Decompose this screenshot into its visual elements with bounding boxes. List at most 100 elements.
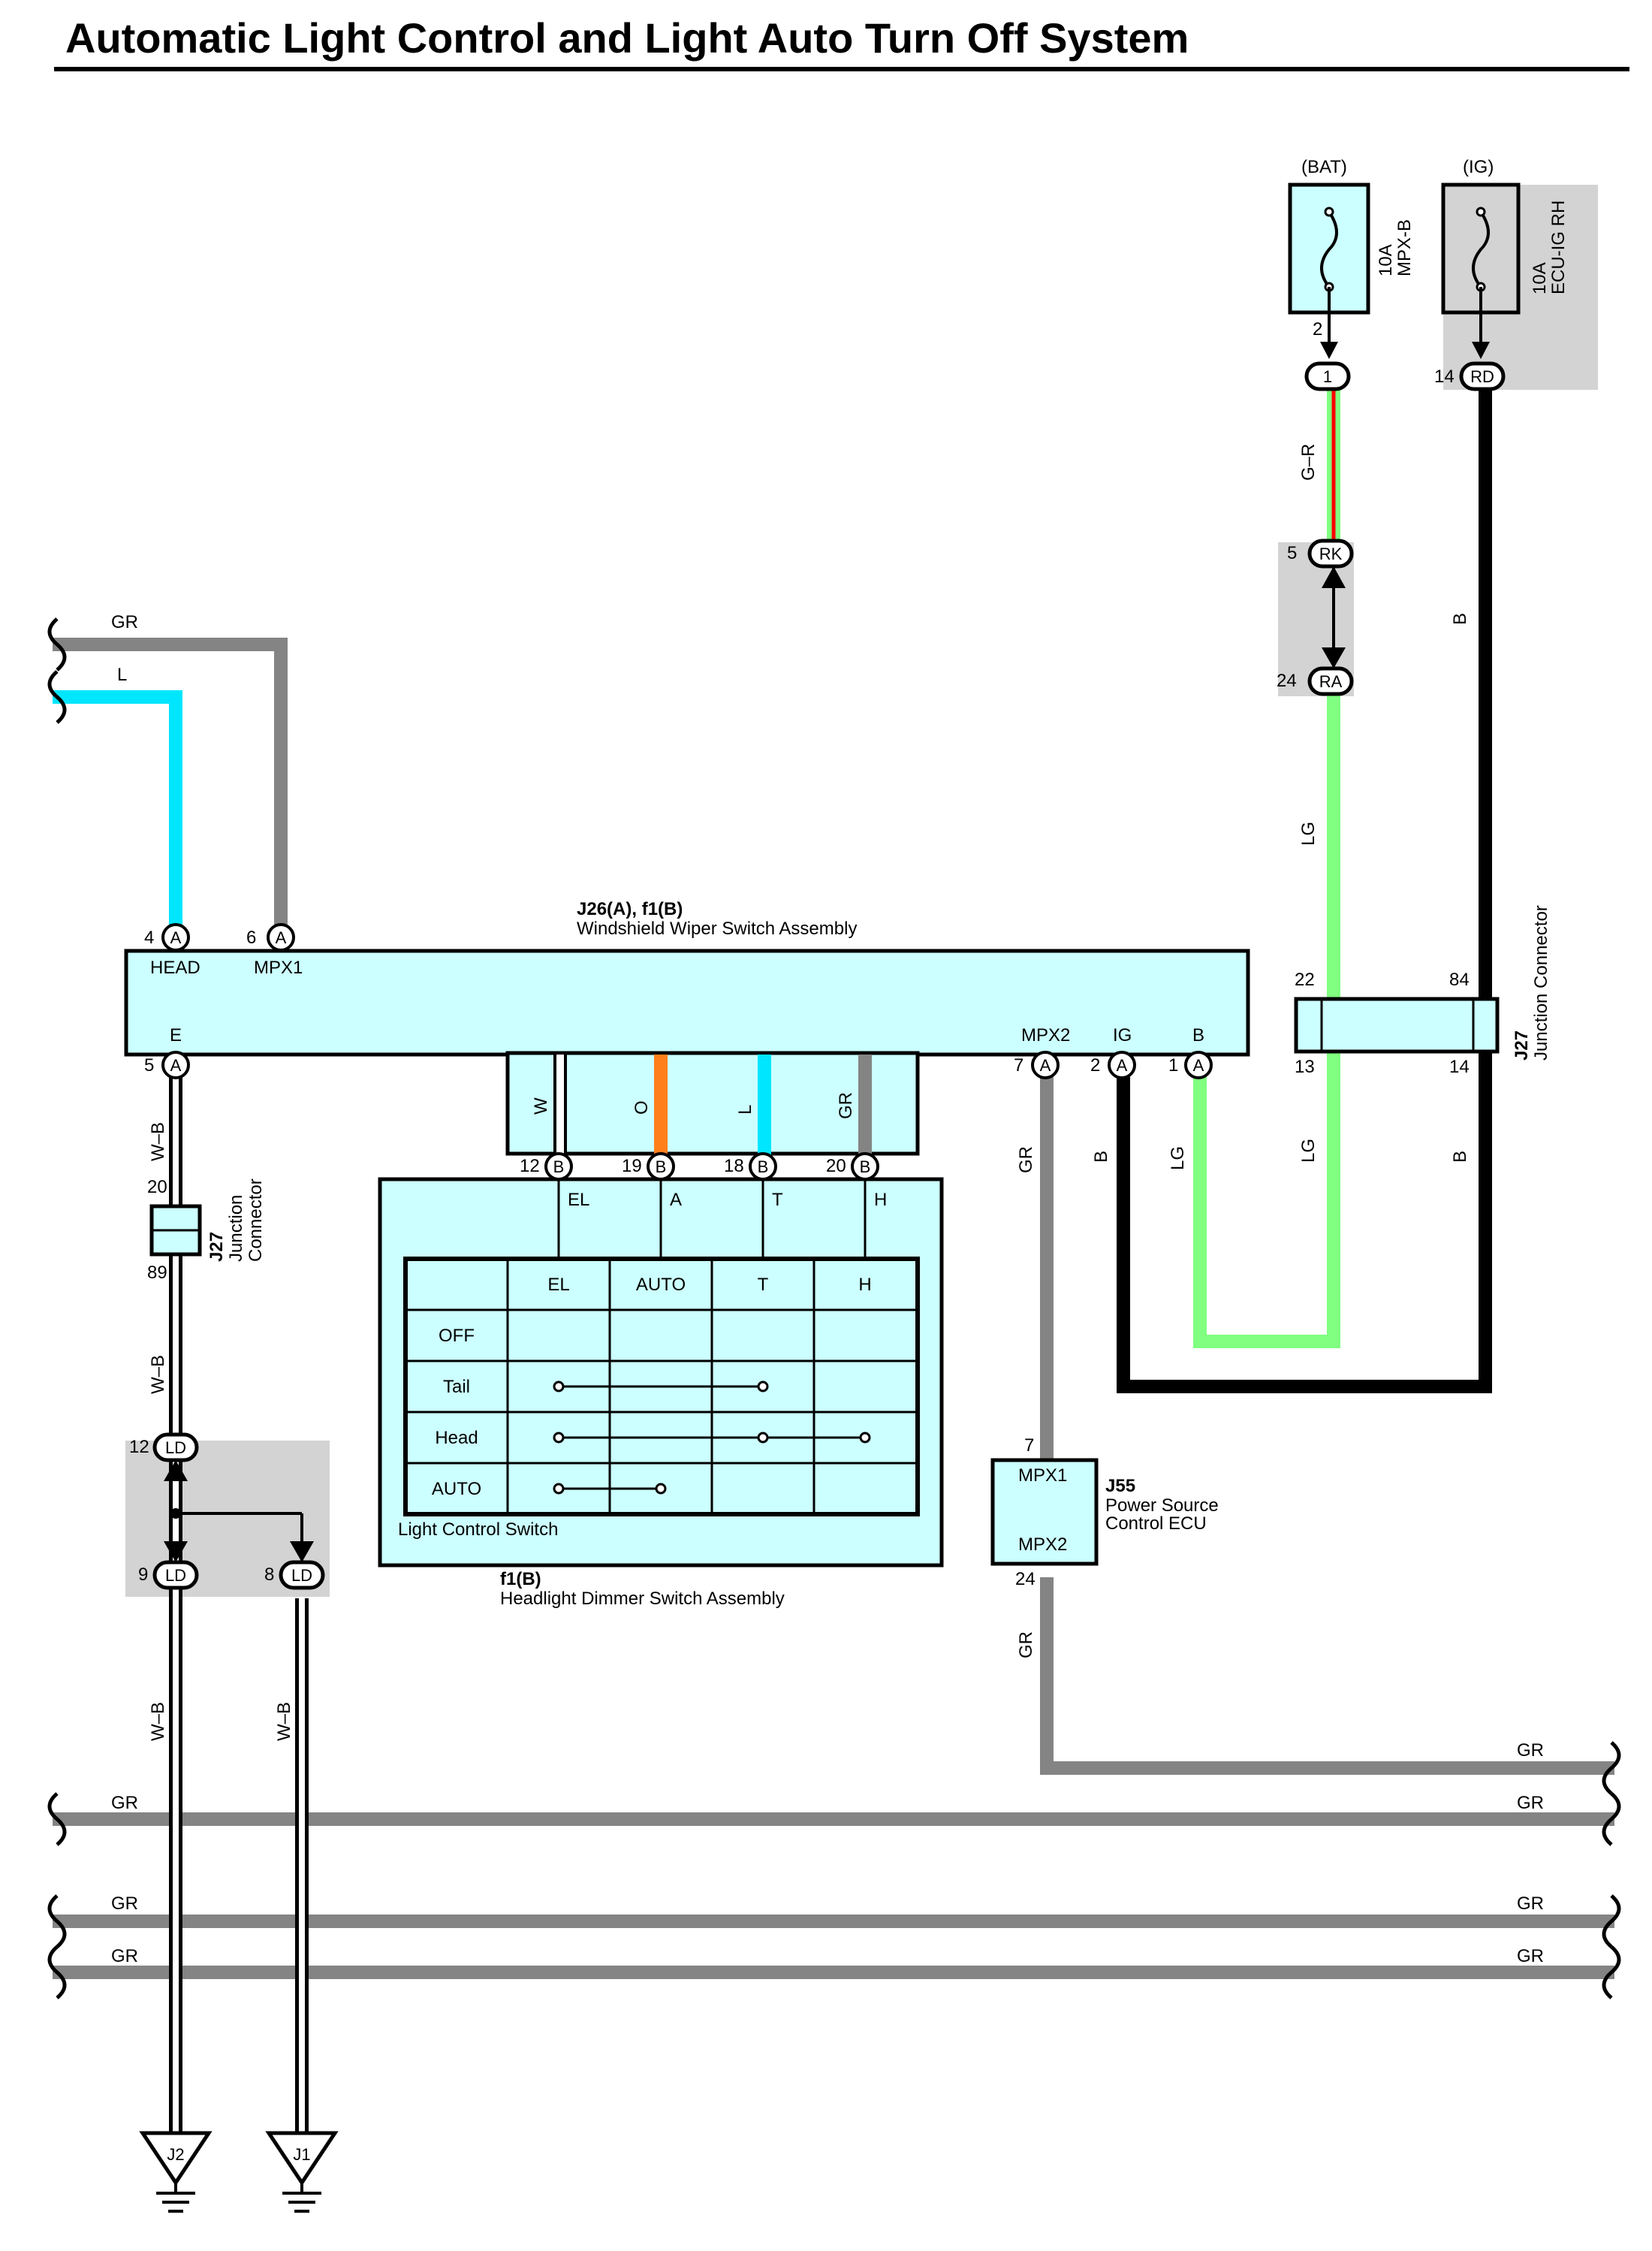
- j27-junction-connector-left: 20 89 J27 Junction Connector: [147, 1177, 266, 1283]
- svg-text:LG: LG: [1168, 1146, 1188, 1170]
- svg-text:B: B: [553, 1157, 565, 1176]
- wires: [53, 388, 1614, 2133]
- svg-text:B: B: [758, 1157, 769, 1176]
- svg-text:7: 7: [1024, 1435, 1034, 1456]
- svg-text:89: 89: [147, 1263, 167, 1283]
- svg-text:LD: LD: [165, 1566, 186, 1585]
- svg-text:20: 20: [147, 1177, 167, 1197]
- fuse-bat-rating: 10A: [1376, 244, 1396, 276]
- wiper-switch-ref: J26(A), f1(B): [577, 899, 683, 919]
- pin-1-a: A: [1184, 1051, 1213, 1079]
- svg-text:J27: J27: [1512, 1030, 1532, 1061]
- row-tail: Tail: [443, 1377, 470, 1397]
- svg-text:GR: GR: [111, 1946, 138, 1966]
- svg-text:5: 5: [1287, 543, 1297, 563]
- wire-labels: GR L G–R B LG LG B B LG GR GR W–B W–B W–…: [111, 444, 1544, 1966]
- svg-text:A: A: [170, 928, 182, 947]
- ground-j1: J1: [265, 2131, 339, 2213]
- svg-text:2: 2: [1090, 1055, 1100, 1076]
- svg-text:G–R: G–R: [1298, 444, 1319, 481]
- fuse-bat-source-label: (BAT): [1301, 157, 1347, 177]
- svg-text:LG: LG: [1298, 1139, 1319, 1163]
- col-auto: AUTO: [636, 1275, 686, 1295]
- fuse-icon: [1472, 210, 1490, 288]
- wire-b: [1117, 388, 1492, 1393]
- svg-text:A: A: [670, 1190, 682, 1210]
- conn-rd-14: 14 RD: [1434, 361, 1506, 391]
- svg-text:J27: J27: [206, 1232, 227, 1262]
- svg-text:B: B: [1091, 1151, 1111, 1163]
- svg-text:Control ECU: Control ECU: [1105, 1513, 1207, 1534]
- wiper-switch-body: [124, 949, 1250, 1057]
- svg-text:B: B: [860, 1157, 871, 1176]
- pin-12-b: B: [544, 1152, 573, 1181]
- svg-text:B: B: [656, 1157, 667, 1176]
- svg-text:LD: LD: [291, 1566, 312, 1585]
- svg-text:O: O: [632, 1100, 652, 1115]
- arrow-down-icon: [164, 1541, 188, 1562]
- arrow-up-icon: [164, 1460, 188, 1481]
- wiper-switch-name: Windshield Wiper Switch Assembly: [577, 919, 857, 939]
- arrow-down-icon: [1472, 342, 1490, 359]
- svg-text:W–B: W–B: [274, 1702, 294, 1741]
- arrow-down-icon: [1320, 342, 1338, 359]
- svg-text:84: 84: [1449, 970, 1470, 990]
- svg-text:24: 24: [1015, 1569, 1036, 1589]
- svg-text:12: 12: [520, 1156, 540, 1176]
- svg-text:T: T: [772, 1190, 783, 1210]
- dimmer-switch-name: Headlight Dimmer Switch Assembly: [500, 1589, 785, 1609]
- svg-text:A: A: [170, 1056, 182, 1075]
- svg-text:7: 7: [1014, 1055, 1023, 1076]
- term-b: B: [1192, 1025, 1204, 1046]
- row-off: OFF: [439, 1326, 475, 1346]
- svg-text:W–B: W–B: [148, 1355, 168, 1394]
- pin-2-a: A: [1108, 1051, 1136, 1079]
- svg-text:6: 6: [246, 928, 256, 948]
- svg-text:B: B: [1450, 613, 1470, 625]
- dimmer-switch-ref: f1(B): [500, 1569, 541, 1589]
- ground-j2: J2: [139, 2131, 213, 2213]
- arrow-down-icon: [1322, 647, 1346, 668]
- svg-text:Connector: Connector: [246, 1178, 266, 1262]
- svg-text:J55: J55: [1105, 1476, 1135, 1496]
- svg-text:A: A: [1117, 1056, 1128, 1075]
- svg-text:RA: RA: [1319, 672, 1343, 691]
- fuse-ig-source-label: (IG): [1463, 157, 1494, 177]
- svg-text:19: 19: [622, 1156, 642, 1176]
- conn-ld-12: 12 LD: [129, 1432, 199, 1519]
- svg-text:1: 1: [1323, 367, 1332, 386]
- col-h: H: [858, 1275, 871, 1295]
- svg-text:20: 20: [826, 1156, 846, 1176]
- svg-text:Junction Connector: Junction Connector: [1531, 905, 1551, 1061]
- svg-text:MPX2: MPX2: [1018, 1534, 1067, 1555]
- svg-text:GR: GR: [1517, 1893, 1544, 1914]
- wire-l-head: [53, 690, 182, 937]
- svg-text:18: 18: [724, 1156, 744, 1176]
- pin-18-b: B: [749, 1152, 777, 1181]
- junction-dot: [170, 1508, 181, 1519]
- wire-gr-ecu-out: [1040, 1577, 1614, 1775]
- conn-rk: 5 RK: [1287, 539, 1354, 588]
- fuse-ig-rating: 10A: [1530, 262, 1550, 294]
- light-control-switch-table: EL AUTO T H OFF Tail Head AUTO: [403, 1257, 920, 1516]
- svg-text:5: 5: [144, 1055, 154, 1076]
- headlight-dimmer-switch-assembly: 12 B 19 B 18 B 20 B EL A T H: [378, 1152, 944, 1609]
- row-head: Head: [435, 1428, 478, 1448]
- j27-junction-connector-right: 22 84 13 14 J27 Junction Connector: [1294, 905, 1551, 1077]
- wire-break-marks: [47, 617, 1621, 1999]
- svg-text:LG: LG: [1298, 822, 1319, 846]
- term-mpx2: MPX2: [1021, 1025, 1070, 1046]
- pin-19-b: B: [647, 1152, 675, 1181]
- conn-ld-9: 9 LD: [138, 1541, 199, 1590]
- svg-text:L: L: [117, 665, 127, 685]
- term-head: HEAD: [150, 958, 200, 978]
- pin-20-b: B: [851, 1152, 879, 1181]
- pin-5-a: A: [161, 1051, 190, 1079]
- pin-7-a: A: [1031, 1051, 1060, 1079]
- svg-text:J2: J2: [167, 2145, 184, 2164]
- inner-wire-box: W O L GR: [505, 1051, 920, 1166]
- diagram-title: Automatic Light Control and Light Auto T…: [65, 14, 1189, 62]
- fuse-mpx-b: (BAT) 2 10A MPX-B: [1288, 157, 1415, 359]
- wire-gr-mpx1: [53, 638, 288, 937]
- svg-text:12: 12: [129, 1437, 149, 1457]
